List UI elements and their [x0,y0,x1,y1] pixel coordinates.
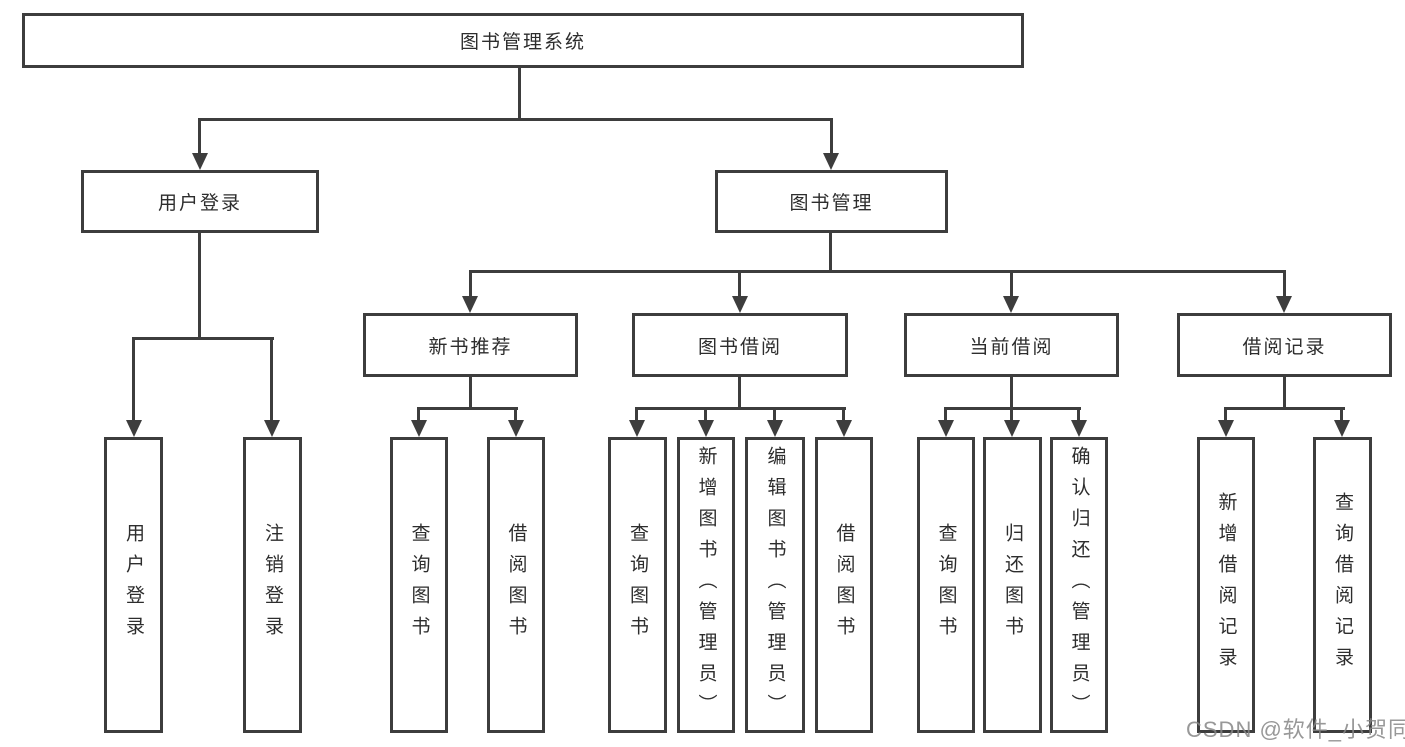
connector-vline [132,337,135,421]
node-label: 图书管理 [789,193,874,214]
leaf-label: 确认归还（管理员） [1068,445,1090,725]
arrowhead-icon [411,420,427,437]
connector-vline [704,407,707,423]
connector-vline [842,407,845,423]
connector-vline [417,407,420,423]
node-label: 当前借阅 [969,336,1054,358]
connector-vline [830,118,833,154]
connector-vline [738,377,741,407]
arrowhead-icon [732,296,748,313]
arrowhead-icon [823,153,839,170]
leaf-user-login: 用户登录 [104,437,163,733]
node-label: 用户登录 [157,193,242,214]
arrowhead-icon [836,420,852,437]
leaf-add-borrow-record: 新增借阅记录 [1197,437,1255,733]
leaf-label: 编辑图书（管理员） [764,445,786,725]
arrowhead-icon [629,420,645,437]
arrowhead-icon [1276,296,1292,313]
leaf-label: 查询图书 [627,523,648,647]
connector-hline [1224,407,1345,410]
connector-vline [1283,270,1286,297]
connector-vline [198,118,201,154]
leaf-query-books: 查询图书 [608,437,667,733]
arrowhead-icon [1003,296,1019,313]
leaf-return-books: 归还图书 [983,437,1042,733]
leaf-confirm-return-admin: 确认归还（管理员） [1050,437,1108,733]
node-label: 新书推荐 [428,336,513,358]
node-library-system: 图书管理系统 [22,13,1024,68]
connector-hline [635,407,846,410]
node-book-borrowing: 图书借阅 [632,313,848,377]
node-new-book-recommend: 新书推荐 [363,313,578,377]
arrowhead-icon [264,420,280,437]
arrowhead-icon [462,296,478,313]
connector-vline [944,407,947,423]
connector-vline [514,407,517,423]
leaf-label: 新增借阅记录 [1215,492,1237,678]
leaf-label: 查询图书 [408,523,430,647]
leaf-label: 归还图书 [1002,523,1023,647]
arrowhead-icon [767,420,783,437]
connector-vline [1010,270,1013,297]
node-book-management: 图书管理 [715,170,948,233]
node-user-login: 用户登录 [81,170,319,233]
connector-vline [1010,377,1013,407]
leaf-add-books-admin: 新增图书（管理员） [677,437,735,733]
leaf-edit-books-admin: 编辑图书（管理员） [745,437,805,733]
leaf-borrow-books: 借阅图书 [815,437,873,733]
node-label: 借阅记录 [1242,336,1327,358]
arrowhead-icon [1218,420,1234,437]
connector-vline [1340,407,1343,423]
node-borrow-records: 借阅记录 [1177,313,1392,377]
connector-vline [829,233,832,270]
connector-vline [1283,377,1286,407]
leaf-label: 注销登录 [262,523,283,647]
csdn-watermark: CSDN @软件_小贺同学 [1186,717,1405,742]
arrowhead-icon [1334,420,1350,437]
connector-vline [469,270,472,297]
leaf-borrow-books: 借阅图书 [487,437,545,733]
connector-hline [132,337,274,340]
arrowhead-icon [938,420,954,437]
leaf-query-books: 查询图书 [917,437,975,733]
leaf-label: 新增图书（管理员） [695,445,717,725]
connector-hline [198,118,833,121]
arrowhead-icon [126,420,142,437]
arrowhead-icon [1004,420,1020,437]
connector-vline [270,337,273,421]
leaf-logout: 注销登录 [243,437,302,733]
arrowhead-icon [192,153,208,170]
connector-vline [773,407,776,423]
arrowhead-icon [698,420,714,437]
connector-vline [635,407,638,423]
leaf-query-borrow-record: 查询借阅记录 [1313,437,1372,733]
leaf-label: 用户登录 [123,523,144,647]
leaf-label: 借阅图书 [833,523,855,647]
connector-vline [518,68,521,121]
leaf-label: 借阅图书 [505,523,527,647]
connector-vline [738,270,741,297]
arrowhead-icon [1071,420,1087,437]
connector-vline [198,233,201,337]
connector-vline [469,377,472,407]
node-label: 图书管理系统 [459,32,586,53]
node-current-borrowing: 当前借阅 [904,313,1119,377]
leaf-query-books: 查询图书 [390,437,448,733]
arrowhead-icon [508,420,524,437]
connector-vline [1077,407,1080,423]
connector-vline [1224,407,1227,423]
connector-hline [417,407,518,410]
leaf-label: 查询借阅记录 [1332,492,1353,678]
connector-vline [1010,407,1013,423]
connector-hline [469,270,1286,273]
node-label: 图书借阅 [697,336,782,358]
leaf-label: 查询图书 [935,523,957,647]
